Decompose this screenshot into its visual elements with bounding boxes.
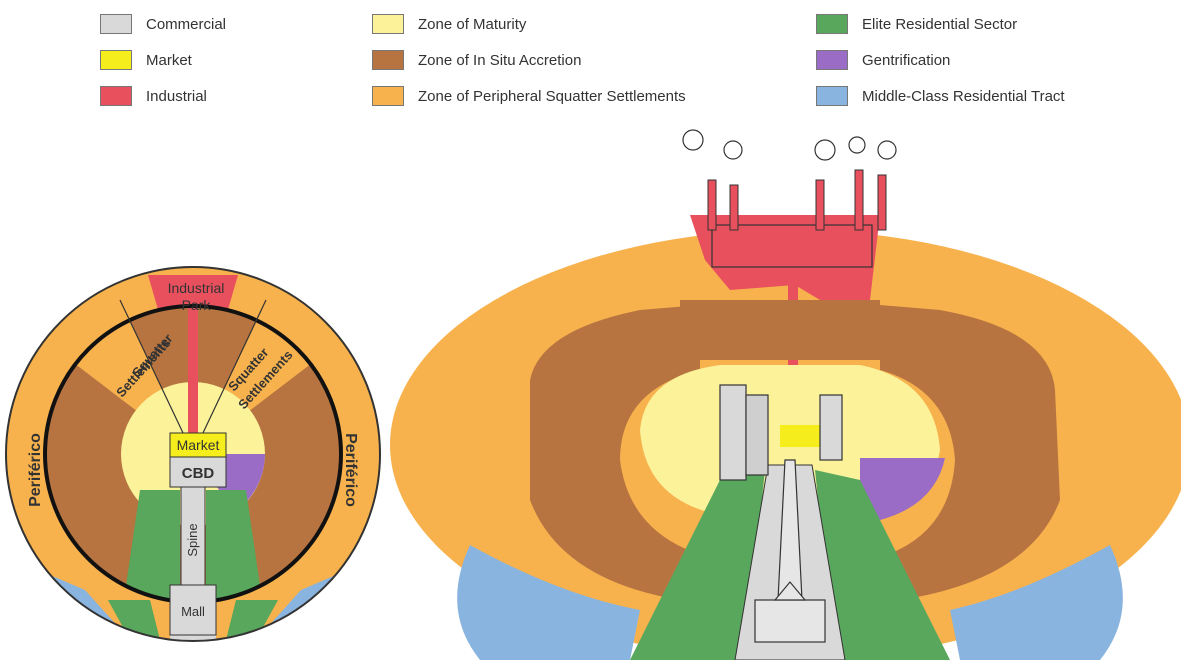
church bbox=[755, 600, 825, 642]
chimney bbox=[878, 175, 886, 230]
tower bbox=[820, 395, 842, 460]
illustrated-city bbox=[390, 130, 1181, 660]
smoke bbox=[849, 137, 865, 153]
smoke bbox=[724, 141, 742, 159]
chimney bbox=[816, 180, 824, 230]
illustrated-accretion-top bbox=[680, 300, 880, 360]
cbd-label: CBD bbox=[182, 465, 215, 482]
industrial-corridor bbox=[188, 300, 198, 435]
smoke bbox=[683, 130, 703, 150]
periferico-left-label: Periférico bbox=[27, 433, 44, 507]
chimney bbox=[855, 170, 863, 230]
mall-label: Mall bbox=[181, 604, 205, 619]
periferico-right-label: Periférico bbox=[342, 433, 359, 507]
market-label: Market bbox=[177, 437, 220, 453]
tower bbox=[720, 385, 746, 480]
chimney bbox=[730, 185, 738, 230]
smoke bbox=[878, 141, 896, 159]
smoke bbox=[815, 140, 835, 160]
spine-label: Spine bbox=[185, 523, 200, 556]
illustrated-market bbox=[780, 425, 820, 447]
factory bbox=[712, 225, 872, 267]
industrial-park-label: Industrial bbox=[168, 280, 225, 296]
industrial-park-label-2: Park bbox=[182, 297, 212, 313]
tower bbox=[746, 395, 768, 475]
chimney bbox=[708, 180, 716, 230]
